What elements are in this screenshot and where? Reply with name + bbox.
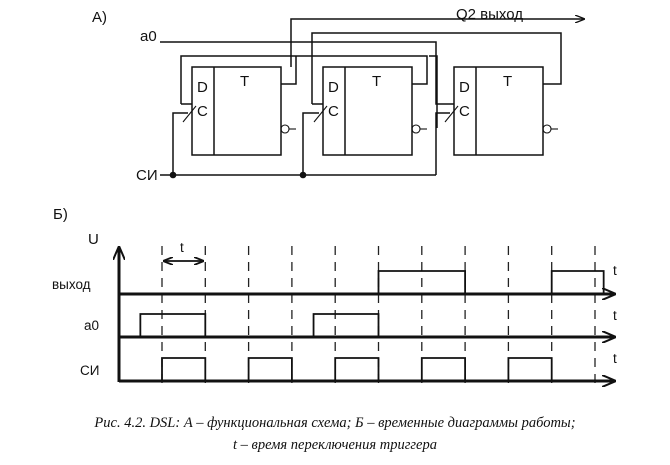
output-label: Q2 выход [456,6,523,23]
y-axis-label: U [88,231,99,248]
timing-label: Б) [53,206,68,223]
trigger-3-c-label: C [459,103,470,120]
trigger-3-inverted-output [542,124,552,134]
clock-pulse-3 [420,357,467,381]
trigger-3-edge-mark [444,105,459,123]
clock-pulse-0 [161,357,207,381]
clock-label: СИ [136,167,158,184]
row-label-output: выход [52,277,91,292]
trigger-2-c-label: C [328,103,339,120]
functional-scheme: А) D C T D C T D C T [92,6,584,184]
feedback-wire-2 [429,55,438,128]
trigger-1-inverted-output [280,124,290,134]
output-q2-wire [290,19,584,67]
clock-pulse-4 [507,357,553,381]
trigger-3-t-label: T [503,73,512,90]
signal-waveforms [139,270,605,381]
trigger-3: D C T [453,66,558,156]
trigger-1-c-label: C [197,103,208,120]
clock-branch-1 [172,112,188,175]
row-label-a0: а0 [84,318,99,333]
time-label-a0: t [613,308,617,323]
trigger-1-edge-mark [182,105,197,123]
time-label-clock: t [613,351,617,366]
output-pulse-1 [550,270,605,294]
row-label-clock: СИ [80,363,99,378]
q1-output-wire [281,56,297,85]
caption-line-1: Рис. 4.2. DSL: А – функциональная схема;… [94,415,576,431]
trigger-3-d-label: D [459,79,470,96]
trigger-1-t-label: T [240,73,249,90]
clock-pulse-1 [247,357,293,381]
timing-diagram: Б) U t выход а0 СИ t t t [52,206,617,388]
trigger-1-d-label: D [197,79,208,96]
trigger-1: D C T [191,66,296,156]
scheme-label: А) [92,9,107,26]
a0-pulse-1 [312,313,380,337]
trigger-2-t-label: T [372,73,381,90]
clock-branch-2 [302,112,319,175]
input-a0-wire [160,41,454,105]
output-pulse-0 [377,270,467,294]
caption-line-2: t – время переключения триггера [233,437,437,453]
trigger-2-d-label: D [328,79,339,96]
clock-pulse-2 [334,357,380,381]
clock-branch-3 [435,112,450,175]
a0-pulse-0 [139,313,207,337]
trigger-2-edge-mark [313,105,328,123]
input-a0-label: а0 [140,28,157,45]
trigger-2: D C T [322,66,427,156]
interval-label: t [180,240,184,255]
feedback-wire-q2-to-d1 [180,55,428,104]
trigger-2-inverted-output [411,124,421,134]
time-label-output: t [613,263,617,278]
